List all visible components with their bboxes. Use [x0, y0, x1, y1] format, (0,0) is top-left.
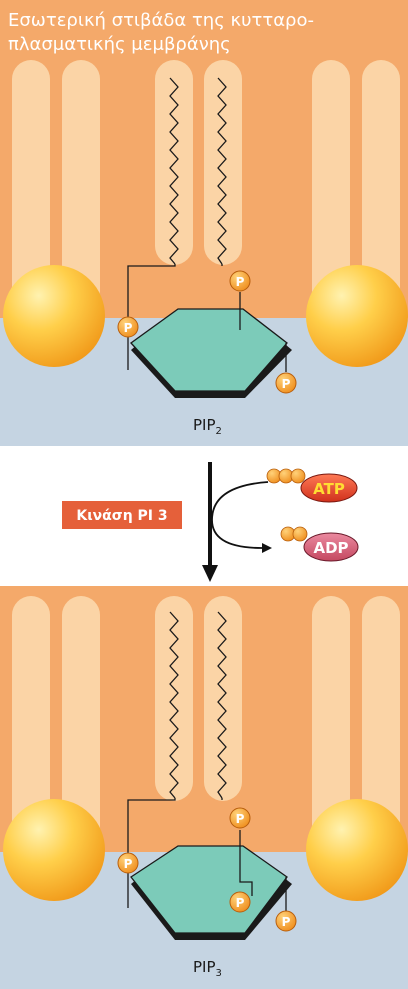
- svg-text:P: P: [124, 857, 133, 871]
- pip2-label: PIP2: [193, 416, 222, 437]
- phosphate-group: P: [275, 372, 297, 394]
- svg-text:ADP: ADP: [313, 539, 348, 557]
- svg-text:P: P: [124, 321, 133, 335]
- new-phosphate-link: [239, 868, 253, 896]
- phospholipid-head: [306, 265, 408, 367]
- phosphate-group: P: [229, 807, 251, 829]
- phosphate-group-new: P: [229, 891, 251, 913]
- header-line-2: πλασματικής μεμβράνης: [8, 34, 231, 55]
- phosphate-group: P: [117, 852, 139, 874]
- pip3-label: PIP3: [193, 958, 222, 979]
- header-line-1: Εσωτερική στιβάδα της κυτταρο-: [8, 10, 314, 31]
- phospholipid-head: [3, 265, 105, 367]
- glycerol-link: [127, 264, 176, 322]
- svg-text:P: P: [282, 915, 291, 929]
- atp-to-adp-arrow: [211, 481, 269, 549]
- glycerol-link: [127, 798, 176, 856]
- reaction-section: Κινάση PI 3 ATP ADP: [62, 462, 359, 582]
- enzyme-box: [62, 501, 182, 529]
- fatty-acid-chain: [217, 611, 227, 799]
- svg-text:ATP: ATP: [313, 480, 345, 498]
- atp-molecule: ATP: [266, 468, 358, 503]
- svg-text:P: P: [236, 812, 245, 826]
- fatty-acid-chain: [217, 77, 227, 265]
- bottom-panel: P P P P PIP3: [0, 586, 408, 989]
- inositol-ring: [130, 845, 288, 934]
- svg-text:P: P: [282, 377, 291, 391]
- lipid-tails: [12, 596, 400, 846]
- inositol-ring: [130, 308, 288, 392]
- fatty-acid-chain: [169, 611, 179, 799]
- phosphate-group: P: [229, 270, 251, 292]
- adp-molecule: ADP: [280, 526, 359, 562]
- svg-text:P: P: [236, 275, 245, 289]
- fatty-acid-chain: [169, 77, 179, 265]
- enzyme-label: Κινάση PI 3: [76, 508, 167, 524]
- svg-text:P: P: [236, 896, 245, 910]
- phospholipid-head: [306, 799, 408, 901]
- top-panel: P P P PIP2 Εσωτερική στιβάδα της κυτταρο…: [0, 0, 408, 446]
- phosphate-group: P: [117, 316, 139, 338]
- phospholipid-head: [3, 799, 105, 901]
- phosphate-group: P: [275, 910, 297, 932]
